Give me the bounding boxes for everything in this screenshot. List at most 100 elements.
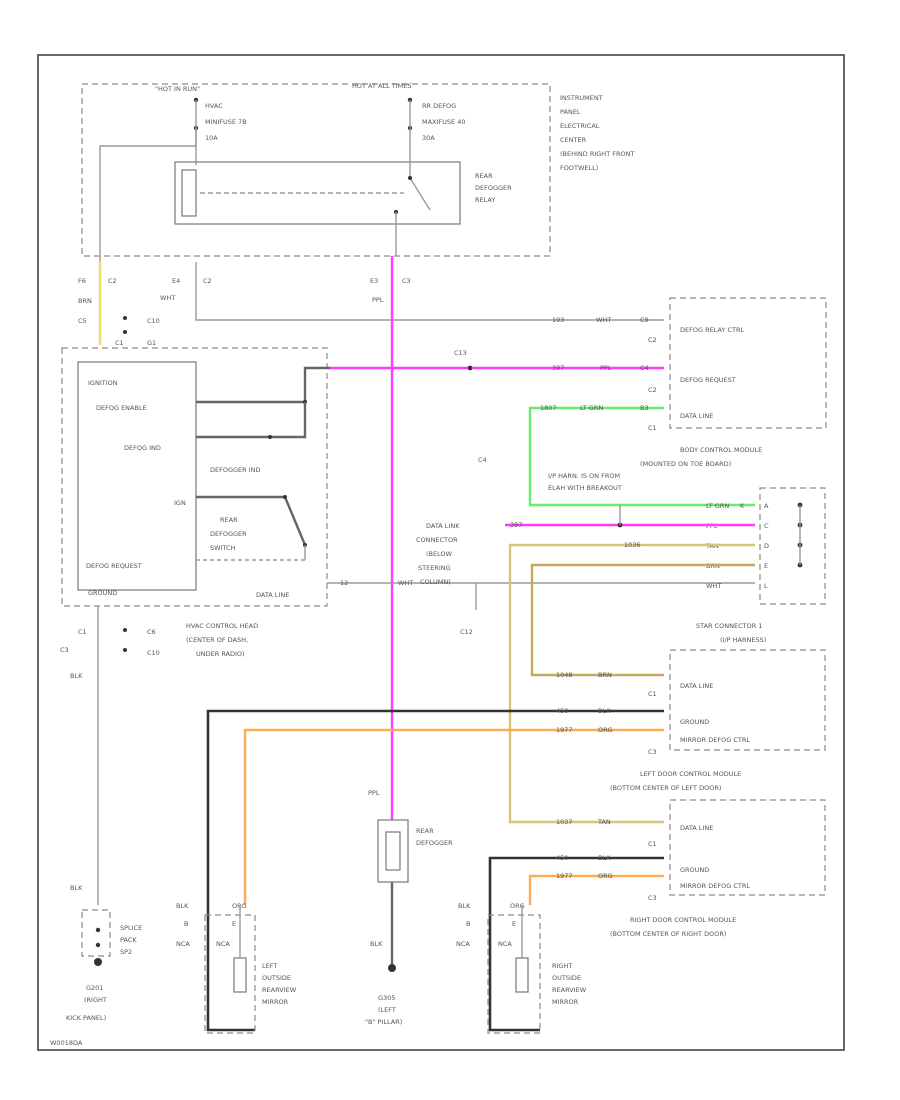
rdcm-data-line: DATA LINE bbox=[680, 824, 713, 832]
bcm-pin-b3: B3 bbox=[640, 404, 649, 412]
star-wht: WHT bbox=[706, 582, 721, 590]
bcm-conn-c1: C1 bbox=[648, 424, 657, 432]
ldcm-ground: GROUND bbox=[680, 718, 709, 726]
dlc-line5: COLUMN) bbox=[420, 578, 451, 586]
right-mirror-pin-e: E bbox=[512, 920, 516, 928]
hvac-defogger-ind: DEFOGGER IND bbox=[210, 466, 261, 474]
hvac-ignition: IGNITION bbox=[88, 379, 118, 387]
bcm-pin-c4: C4 bbox=[640, 364, 649, 372]
star-connector: A C D E L K I/P HARN. IS ON FROM ELAH WI… bbox=[548, 472, 826, 644]
ipec-desc-line3: ELECTRICAL bbox=[560, 122, 600, 130]
bcm-defog-relay-ctrl: DEFOG RELAY CTRL bbox=[680, 326, 744, 334]
hvac-ground: GROUND bbox=[88, 589, 117, 597]
star-desc-line2: (I/P HARNESS) bbox=[720, 636, 766, 644]
bcm-conn-c2b: C2 bbox=[648, 386, 657, 394]
conn-c10-bottom: C10 bbox=[147, 649, 160, 657]
hvac-desc-line2: (CENTER OF DASH, bbox=[186, 636, 248, 644]
left-mirror-line4: MIRROR bbox=[262, 998, 289, 1006]
rdcm-wire-450: 450 bbox=[556, 854, 568, 862]
ipec-desc-line6: FOOTWELL) bbox=[560, 164, 598, 172]
star-note-line2: ELAH WITH BREAKOUT bbox=[548, 484, 622, 492]
splice-line1: SPLICE bbox=[120, 924, 142, 932]
conn-c2-a: C2 bbox=[108, 277, 117, 285]
right-mirror-line4: MIRROR bbox=[552, 998, 579, 1006]
splice-line2: PACK bbox=[120, 936, 137, 944]
ground-icon bbox=[94, 958, 102, 966]
bcm-desc-line1: BODY CONTROL MODULE bbox=[680, 446, 762, 454]
ldcm-wire-1048: 1048 bbox=[556, 671, 573, 679]
left-mirror-line1: LEFT bbox=[262, 962, 277, 970]
star-desc-line1: STAR CONNECTOR 1 bbox=[696, 622, 762, 630]
ground-icon bbox=[388, 964, 396, 972]
relay-label-line2: DEFOGGER bbox=[475, 184, 512, 192]
bcm-wire-wht: WHT bbox=[596, 316, 611, 324]
footer-code: W0018DA bbox=[50, 1039, 83, 1047]
ldcm-wire-blk: BLK bbox=[598, 707, 611, 715]
bcm-wire-397: 397 bbox=[552, 364, 564, 372]
ldcm-wire-brn: BRN bbox=[598, 671, 612, 679]
dlc-c12: C12 bbox=[460, 628, 473, 636]
conn-e3: E3 bbox=[370, 277, 378, 285]
left-mirror-nca1: NCA bbox=[176, 940, 190, 948]
bcm-pin-c9: C9 bbox=[640, 316, 649, 324]
splice-blk: BLK bbox=[70, 884, 83, 892]
right-mirror-line2: OUTSIDE bbox=[552, 974, 581, 982]
instrument-panel-electrical-center: "HOT IN RUN" HOT AT ALL TIMES HVAC MINIF… bbox=[81, 82, 634, 257]
conn-c1: C1 bbox=[115, 339, 124, 347]
right-mirror-line3: REARVIEW bbox=[552, 986, 587, 994]
dlc-line4: STEERING bbox=[418, 564, 451, 572]
left-mirror-line2: OUTSIDE bbox=[262, 974, 291, 982]
right-mirror-org: ORG bbox=[510, 902, 525, 910]
rdcm-wire-1977: 1977 bbox=[556, 872, 573, 880]
g201-line2: (RIGHT bbox=[84, 996, 107, 1004]
rear-defogger: PPL REAR DEFOGGER BLK G305 (LEFT "B" PIL… bbox=[365, 789, 453, 1026]
right-mirror-pin-b: B bbox=[466, 920, 470, 928]
hvac-defog-enable: DEFOG ENABLE bbox=[96, 404, 147, 412]
body-control-module: DEFOG RELAY CTRL DEFOG REQUEST DATA LINE… bbox=[640, 297, 827, 468]
conn-c2-b: C2 bbox=[203, 277, 212, 285]
ipec-desc-line1: INSTRUMENT bbox=[560, 94, 603, 102]
dlc-line1: DATA LINK bbox=[426, 522, 460, 530]
rear-defog-line1: REAR bbox=[416, 827, 434, 835]
hvac-fuse-line1: HVAC bbox=[205, 102, 223, 110]
rr-defog-fuse-line1: RR DEFOG bbox=[422, 102, 456, 110]
ldcm-mirror-defog: MIRROR DEFOG CTRL bbox=[680, 736, 750, 744]
bcm-data-line: DATA LINE bbox=[680, 412, 713, 420]
left-mirror-pin-e: E bbox=[232, 920, 236, 928]
left-outside-rearview-mirror: BLK ORG B E NCA NCA LEFT OUTSIDE REARVIE… bbox=[176, 902, 297, 1034]
relay-label-line1: REAR bbox=[475, 172, 493, 180]
bcm-conn-c2: C2 bbox=[648, 336, 657, 344]
rr-defog-fuse-line2: MAXIFUSE 40 bbox=[422, 118, 466, 126]
star-pin-a: A bbox=[764, 502, 769, 510]
star-pin-l: L bbox=[764, 582, 768, 590]
rdcm-wire-tan: TAN bbox=[597, 818, 611, 826]
dlc-wire-1036: 1036 bbox=[624, 541, 641, 549]
left-mirror-nca2: NCA bbox=[216, 940, 230, 948]
hvac-switch-line3: SWITCH bbox=[210, 544, 236, 552]
dlc-line2: CONNECTOR bbox=[416, 536, 458, 544]
rdcm-wire-1037: 1037 bbox=[556, 818, 573, 826]
ldcm-c1: C1 bbox=[648, 690, 657, 698]
rear-defog-blk: BLK bbox=[370, 940, 383, 948]
ldcm-c3: C3 bbox=[648, 748, 657, 756]
rdcm-ground: GROUND bbox=[680, 866, 709, 874]
conn-c1-ground: C1 bbox=[78, 628, 87, 636]
star-lt-grn: LT GRN bbox=[706, 502, 729, 510]
dlc-wire-12: 12 bbox=[340, 579, 348, 587]
data-link-connector: DATA LINK CONNECTOR (BELOW STEERING COLU… bbox=[416, 522, 473, 636]
bcm-wire-193: 193 bbox=[552, 316, 564, 324]
g305-line3: "B" PILLAR) bbox=[365, 1018, 402, 1026]
ldcm-desc-line2: (BOTTOM CENTER OF LEFT DOOR) bbox=[610, 784, 721, 792]
rear-defogger-relay-box bbox=[174, 161, 461, 225]
rr-defog-fuse-line3: 30A bbox=[422, 134, 435, 142]
g305-line2: (LEFT bbox=[378, 1006, 396, 1014]
right-mirror-nca2: NCA bbox=[498, 940, 512, 948]
relay-coil-icon bbox=[181, 169, 197, 217]
indicator-icon bbox=[268, 435, 272, 439]
conn-f6: F6 bbox=[78, 277, 86, 285]
right-mirror-nca1: NCA bbox=[456, 940, 470, 948]
mirror-heater-icon bbox=[515, 957, 529, 993]
hvac-switch-line1: REAR bbox=[220, 516, 238, 524]
conn-c3: C3 bbox=[402, 277, 411, 285]
